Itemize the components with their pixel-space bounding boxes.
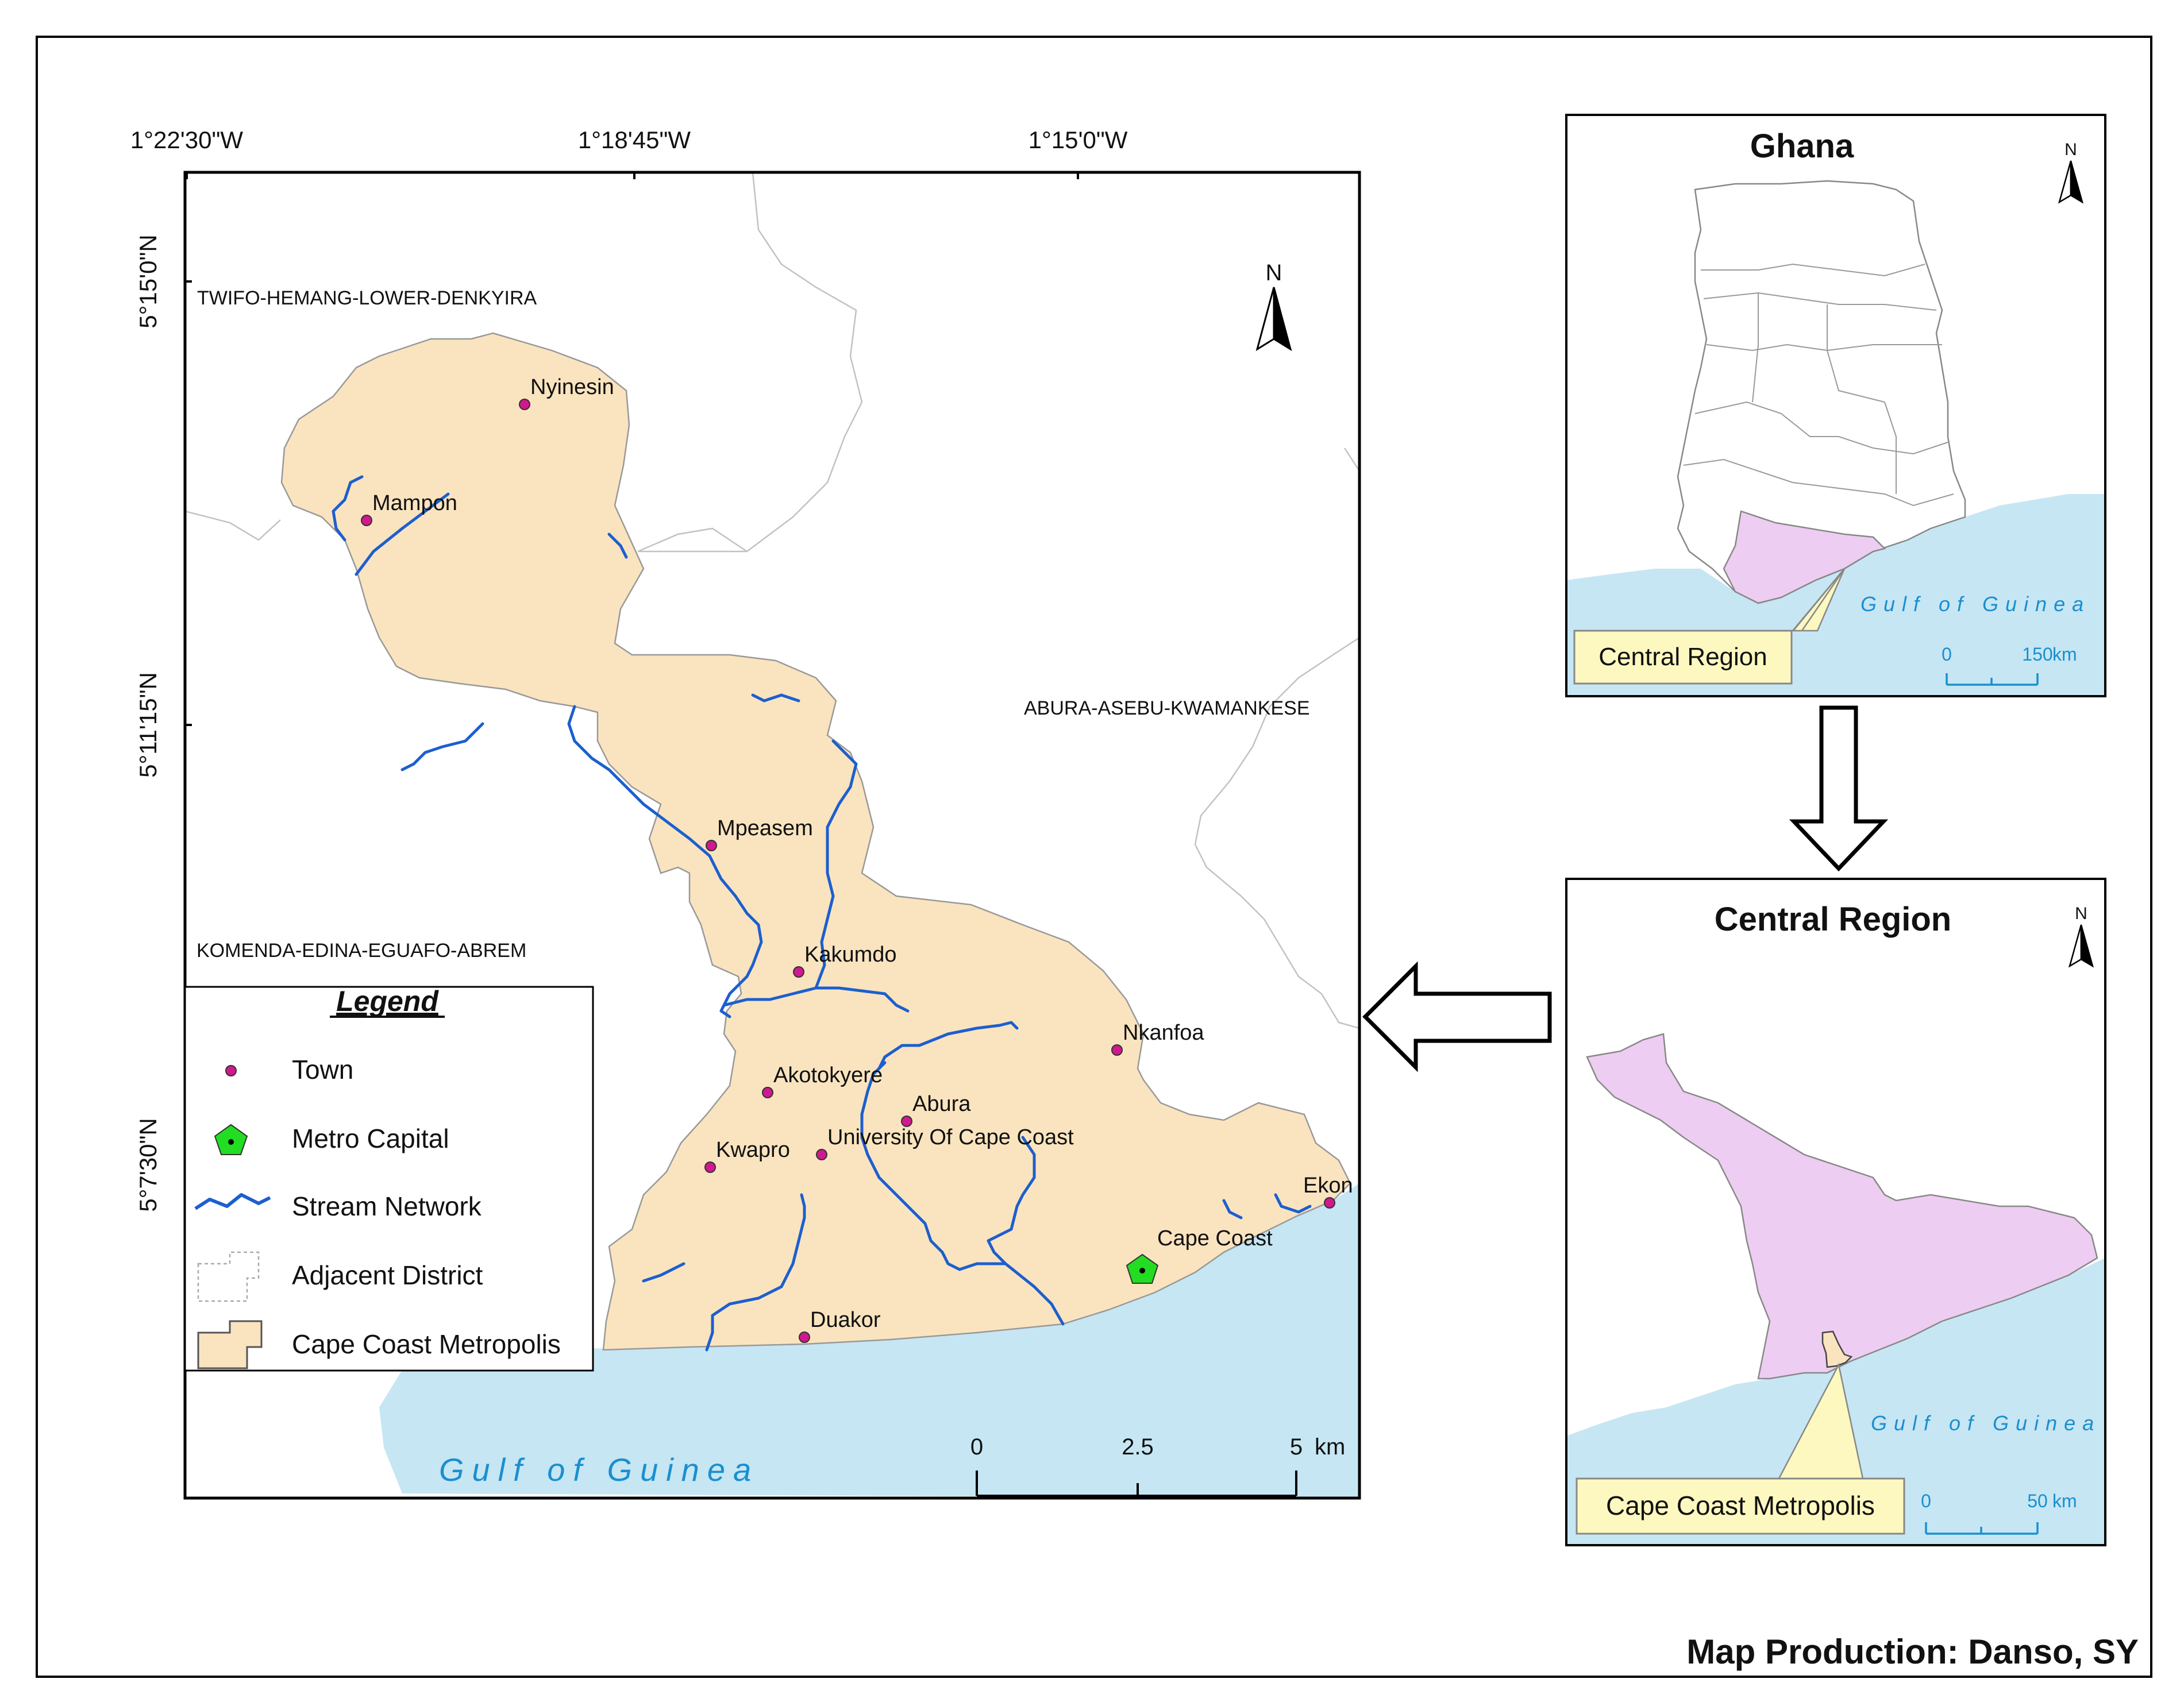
svg-text:Ekon: Ekon xyxy=(1303,1174,1353,1198)
svg-text:Nyinesin: Nyinesin xyxy=(530,375,614,399)
inset-ghana-north-arrow: N xyxy=(2058,140,2084,204)
legend-stream-symbol xyxy=(194,1193,271,1210)
town-akotokyere: Akotokyere xyxy=(762,1063,883,1098)
svg-text:Cape Coast: Cape Coast xyxy=(1157,1226,1273,1251)
svg-text:Nkanfoa: Nkanfoa xyxy=(1123,1021,1204,1045)
svg-text:0: 0 xyxy=(1942,644,1952,665)
inset-central-metropolis xyxy=(1821,1330,1853,1368)
svg-text:Mampon: Mampon xyxy=(372,491,457,515)
longitude-labels: 1°22'30"W 1°18'45"W 1°15'0"W xyxy=(130,126,1128,153)
inset-ghana-callout: Central Region xyxy=(1573,568,1846,685)
town-abura: Abura xyxy=(901,1092,971,1127)
town-nyinesin: Nyinesin xyxy=(519,375,614,410)
district-labels: TWIFO-HEMANG-LOWER-DENKYIRA ABURA-ASEBU-… xyxy=(197,287,1310,962)
arrow-down xyxy=(1789,705,1889,872)
svg-text:Cape Coast Metropolis: Cape Coast Metropolis xyxy=(1606,1491,1875,1520)
scale-unit: km xyxy=(1315,1434,1345,1460)
latitude-label: 5°11'15"N xyxy=(134,672,161,778)
inset-central-region: Central Region N Gulf of Guinea Cape Coa… xyxy=(1565,878,2106,1546)
town-duakor: Duakor xyxy=(799,1308,881,1343)
legend-metropolis-symbol xyxy=(197,1320,263,1369)
longitude-label: 1°15'0"W xyxy=(1029,126,1128,153)
inset-ghana: Ghana N Gulf of Guinea Central Region 0 … xyxy=(1565,114,2106,697)
svg-text:N: N xyxy=(1266,260,1282,285)
svg-text:Abura: Abura xyxy=(912,1092,971,1116)
longitude-label: 1°18'45"W xyxy=(578,126,691,153)
town-mampon: Mampon xyxy=(361,491,457,526)
longitude-label: 1°22'30"W xyxy=(130,126,244,153)
legend-item-stream-network: Stream Network xyxy=(292,1191,482,1221)
svg-text:km: km xyxy=(2052,644,2077,665)
latitude-label: 5°15'0"N xyxy=(134,234,161,329)
town-university-of-cape-coast: University Of Cape Coast xyxy=(816,1125,1074,1160)
legend: Legend Town Metro Capital Stream Network… xyxy=(184,985,594,1372)
towns: Nyinesin Mampon Mpeasem Kakumdo Nkanfoa … xyxy=(361,375,1353,1343)
adjacent-district-boundaries xyxy=(185,172,1359,1029)
svg-text:km: km xyxy=(2052,1491,2077,1511)
district-label: KOMENDA-EDINA-EGUAFO-ABREM xyxy=(197,940,526,962)
inset-ghana-region-boundaries xyxy=(1683,263,1954,507)
legend-town-symbol xyxy=(225,1065,237,1076)
sea-label: Gulf of Guinea xyxy=(439,1452,759,1488)
main-map-frame xyxy=(183,171,1361,1500)
inset-ghana-title: Ghana xyxy=(1750,128,1854,165)
metro-capital-cape-coast: Cape Coast xyxy=(1126,1226,1273,1284)
inset-ghana-frame xyxy=(1565,114,2106,697)
arrow-left xyxy=(1362,961,1552,1072)
map-credit: Map Production: Danso, SY xyxy=(1686,1632,2139,1671)
scale-tick-0: 0 xyxy=(970,1434,983,1460)
district-label: ABURA-ASEBU-KWAMANKESE xyxy=(1024,697,1310,719)
scale-tick-2: 5 xyxy=(1290,1434,1303,1460)
svg-text:Kakumdo: Kakumdo xyxy=(804,943,897,967)
cape-coast-metropolis-area xyxy=(280,332,1351,1351)
inset-central-sea-label: Gulf of Guinea xyxy=(1871,1411,2101,1435)
legend-box xyxy=(184,986,594,1372)
town-ekon: Ekon xyxy=(1303,1174,1353,1209)
svg-text:Akotokyere: Akotokyere xyxy=(773,1063,883,1087)
svg-text:Central Region: Central Region xyxy=(1598,643,1767,671)
inset-central-north-arrow: N xyxy=(2068,904,2094,968)
legend-adjacent-district-symbol xyxy=(197,1251,260,1302)
inset-central-scale-bar: 0 50 km xyxy=(1921,1491,2077,1535)
legend-item-metro-capital: Metro Capital xyxy=(292,1124,449,1153)
inset-ghana-scale-bar: 0 150 km xyxy=(1942,644,2077,686)
inset-central-region-area xyxy=(1586,1033,2098,1380)
stream-network xyxy=(332,475,1312,1352)
town-nkanfoa: Nkanfoa xyxy=(1111,1021,1204,1056)
svg-text:University Of Cape Coast: University Of Cape Coast xyxy=(827,1125,1074,1149)
legend-item-cape-coast-metropolis: Cape Coast Metropolis xyxy=(292,1329,561,1359)
inset-central-frame xyxy=(1565,878,2106,1546)
inset-central-callout: Cape Coast Metropolis xyxy=(1576,1363,1905,1535)
legend-item-town: Town xyxy=(292,1055,353,1085)
svg-text:Mpeasem: Mpeasem xyxy=(717,816,813,840)
svg-text:0: 0 xyxy=(1921,1491,1931,1511)
latitude-label: 5°7'30"N xyxy=(134,1118,161,1212)
svg-text:Duakor: Duakor xyxy=(810,1308,881,1332)
svg-text:Kwapro: Kwapro xyxy=(716,1138,790,1162)
inset-ghana-sea-label: Gulf of Guinea xyxy=(1861,592,2090,616)
legend-item-adjacent-district: Adjacent District xyxy=(292,1260,483,1290)
town-kwapro: Kwapro xyxy=(704,1138,790,1173)
svg-text:50: 50 xyxy=(2027,1491,2048,1511)
svg-text:N: N xyxy=(2064,140,2077,159)
town-kakumdo: Kakumdo xyxy=(793,943,897,978)
north-arrow: N xyxy=(1255,260,1292,352)
svg-text:N: N xyxy=(2075,904,2087,923)
scale-tick-1: 2.5 xyxy=(1122,1434,1154,1460)
svg-text:150: 150 xyxy=(2022,644,2052,665)
district-label: TWIFO-HEMANG-LOWER-DENKYIRA xyxy=(197,287,537,309)
latitude-labels: 5°15'0"N 5°11'15"N 5°7'30"N xyxy=(134,234,161,1212)
town-mpeasem: Mpeasem xyxy=(706,816,813,851)
inset-central-title: Central Region xyxy=(1715,901,1952,938)
scale-bar: 0 2.5 5 km xyxy=(970,1434,1345,1497)
legend-title: Legend xyxy=(336,985,439,1017)
